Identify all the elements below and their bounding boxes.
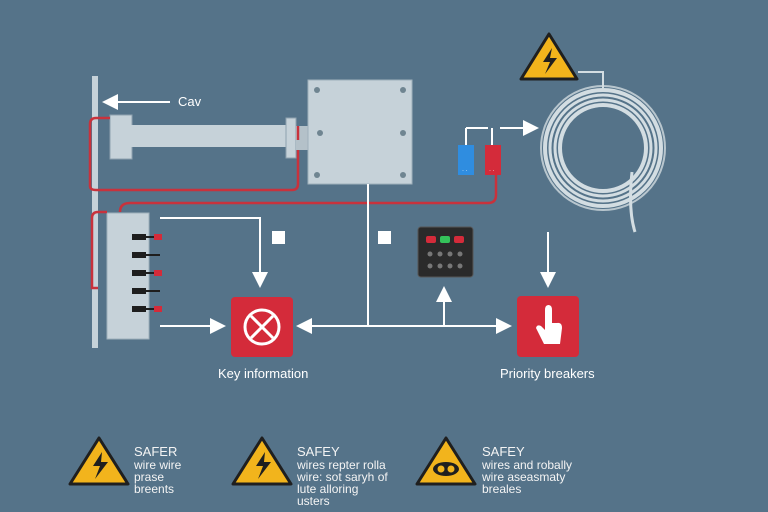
terminal-block — [106, 212, 162, 340]
high-voltage-warning-icon — [68, 436, 130, 486]
warning-block-3: SAFEY wires and robally wire aseasmaty b… — [482, 444, 573, 496]
control-module — [417, 226, 474, 278]
support-arm — [109, 114, 308, 160]
warning-line: wires repter rolla — [297, 458, 386, 472]
cav-label: Cav — [178, 94, 202, 109]
warning-line: wire aseasmaty — [482, 470, 566, 484]
node-marker — [378, 231, 391, 244]
high-voltage-warning-icon — [231, 436, 293, 486]
key-information-label: Key information — [218, 366, 309, 381]
warning-block-2: SAFEY wires repter rolla wire: sot saryh… — [297, 444, 388, 508]
warning-line: wire wire — [134, 458, 182, 472]
junction-box — [307, 79, 413, 185]
warning-title: SAFEY — [482, 444, 525, 459]
warning-line: wire: sot saryh of — [297, 470, 388, 484]
hand-touch-icon — [517, 296, 579, 357]
node-marker — [272, 231, 285, 244]
high-voltage-warning-icon — [519, 32, 579, 81]
svg-text:· ·: · · — [489, 168, 495, 174]
warning-line: usters — [297, 494, 330, 508]
coiled-cable — [540, 71, 666, 233]
connectors: · · · · — [458, 127, 501, 175]
warning-line: breales — [482, 482, 522, 496]
warning-title: SAFER — [134, 444, 178, 459]
x-circle-icon — [231, 297, 293, 357]
warning-title: SAFEY — [297, 444, 340, 459]
red-wires — [88, 116, 498, 290]
warning-block-1: SAFER wire wire prase breents — [134, 444, 182, 496]
svg-text:· ·: · · — [462, 168, 468, 174]
priority-breakers-label: Priority breakers — [500, 366, 595, 381]
warning-line: breents — [134, 482, 175, 496]
link-warning-icon — [415, 436, 477, 486]
flow-arrows — [102, 94, 556, 334]
warning-line: wires and robally — [482, 458, 573, 472]
warning-line: prase — [134, 470, 165, 484]
warning-line: lute alloring — [297, 482, 359, 496]
